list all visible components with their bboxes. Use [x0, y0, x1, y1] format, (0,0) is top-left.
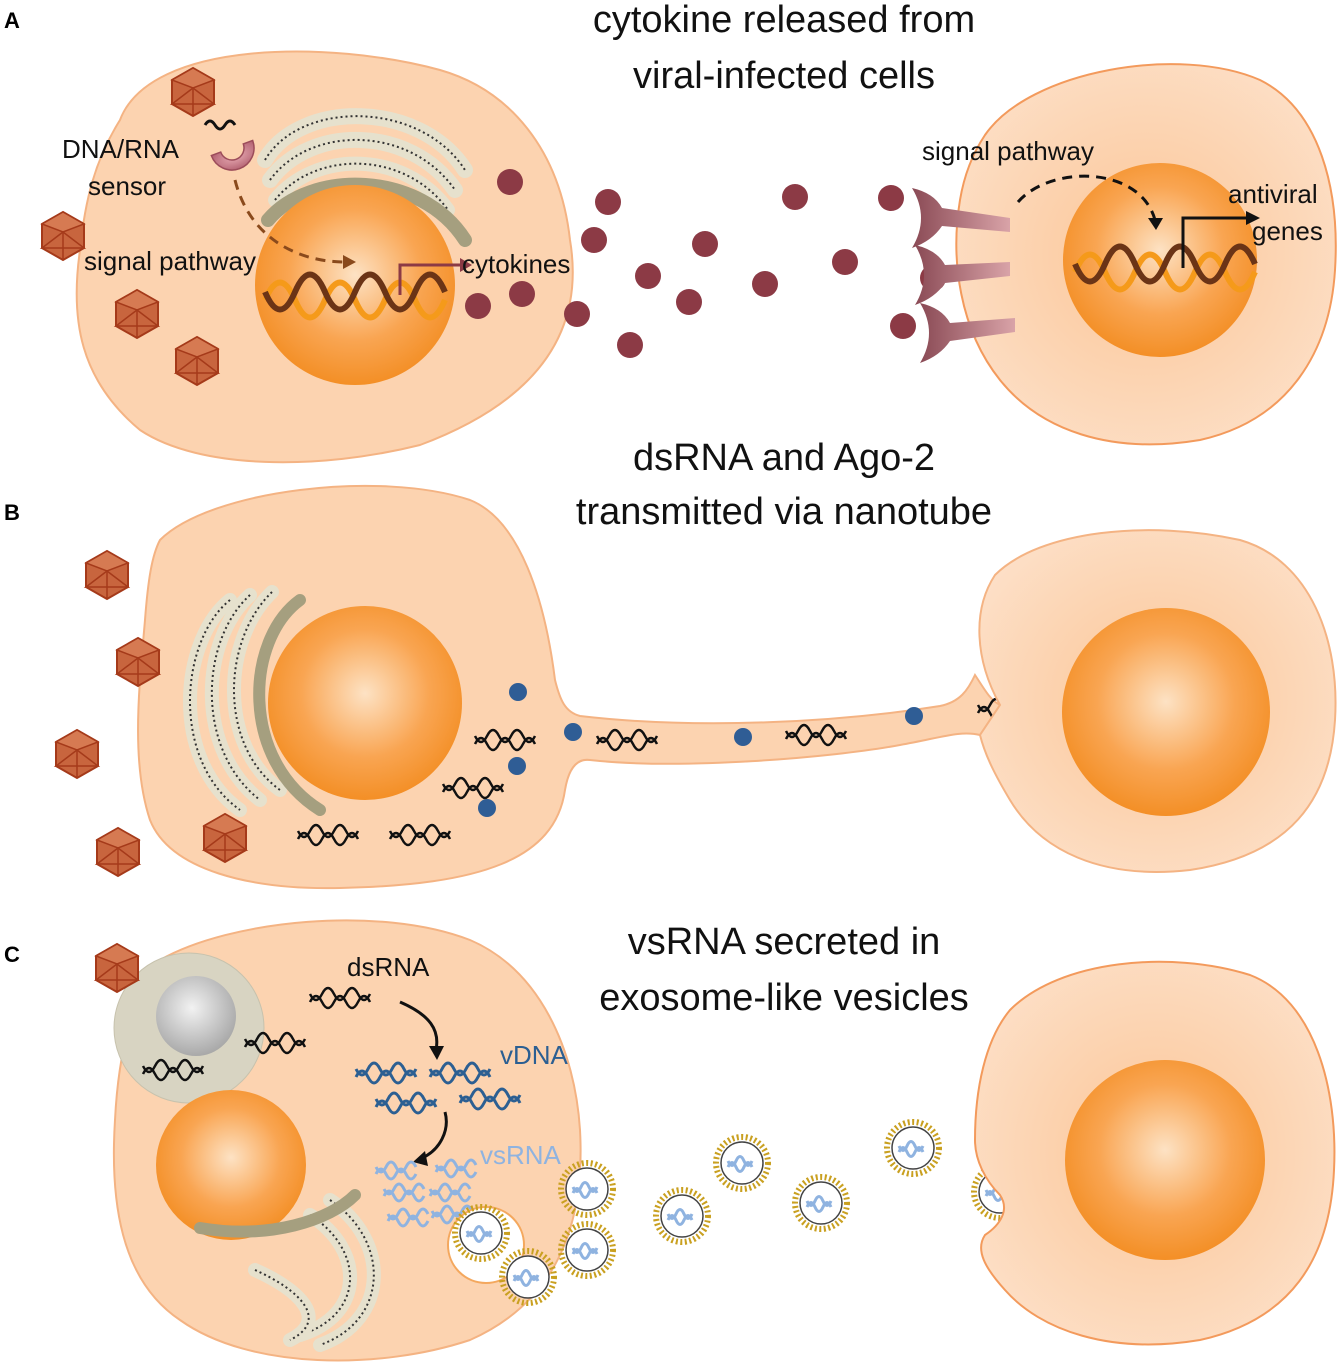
panel-c-label: C	[4, 942, 20, 967]
gray-nucleus	[156, 976, 236, 1056]
process-arrow-2	[421, 1111, 448, 1160]
infected-cell-b-with-nanotube	[137, 484, 1002, 890]
panel-a-title-line2: viral-infected cells	[633, 55, 935, 97]
nucleus-b-left	[268, 606, 462, 800]
cytokine-dot	[617, 332, 643, 358]
ago2-dot	[734, 728, 752, 746]
ago2-dot	[564, 723, 582, 741]
cytokine-dot	[752, 271, 778, 297]
ago2-dot	[508, 757, 526, 775]
label-sensor-line1: DNA/RNA	[62, 134, 180, 164]
panel-b-title-line1: dsRNA and Ago-2	[633, 437, 935, 479]
exosome-vesicle-icon	[887, 1122, 939, 1174]
dna-helix-a-left	[262, 271, 448, 321]
panel-c-title-line2: exosome-like vesicles	[599, 977, 969, 1019]
nucleus-c-right	[1065, 1060, 1265, 1260]
golgi-c	[194, 1189, 381, 1352]
cytokine-dot	[832, 249, 858, 275]
golgi-b	[183, 585, 326, 817]
label-vdna: vDNA	[500, 1040, 569, 1070]
cytokine-dot	[465, 293, 491, 319]
virus-icon	[96, 827, 140, 877]
virus-icon	[41, 211, 85, 261]
ago2-dot	[905, 707, 923, 725]
cytokine-dot	[692, 231, 718, 257]
cytokine-dot	[564, 301, 590, 327]
dna-rna-sensor-icon	[210, 139, 255, 171]
receptors-a	[912, 188, 1015, 363]
panel-a-label: A	[4, 8, 20, 33]
label-dsrna: dsRNA	[347, 952, 430, 982]
label-signal-pathway-right: signal pathway	[922, 136, 1094, 166]
exosome-vesicle-icon	[716, 1137, 768, 1189]
cytokine-dot	[676, 289, 702, 315]
golgi-a	[257, 108, 473, 247]
transcription-arrow-a-left	[398, 263, 460, 295]
panel-a-title-line1: cytokine released from	[593, 0, 975, 41]
label-sensor-line2: sensor	[88, 171, 166, 201]
cytokine-dot	[595, 189, 621, 215]
cytokine-dot	[581, 227, 607, 253]
label-vsrna: vsRNA	[480, 1140, 562, 1170]
panel-b: B dsRNA and Ago-2 transmitted via nanotu…	[4, 437, 1337, 890]
receptor-icon	[912, 188, 1010, 248]
virus-icon	[55, 729, 99, 779]
virus-icon	[85, 550, 129, 600]
cytokine-dot	[878, 185, 904, 211]
signal-arrow-a-right	[1016, 174, 1157, 221]
panel-c-title-line1: vsRNA secreted in	[628, 921, 941, 963]
label-signal-pathway-left: signal pathway	[84, 246, 256, 276]
cytokine-dot	[509, 281, 535, 307]
nucleus-b-right	[1062, 608, 1270, 816]
cytokine-dot	[890, 313, 916, 339]
dna-helix-a-right	[1072, 243, 1258, 293]
receptor-icon	[915, 245, 1010, 305]
exosome-vesicle-icon	[656, 1190, 708, 1242]
cytokine-dot	[782, 184, 808, 210]
ago2-dot	[509, 683, 527, 701]
panel-b-label: B	[4, 500, 20, 525]
signal-arrow-a-left	[233, 179, 346, 264]
exosome-vesicle-icon	[795, 1177, 847, 1229]
label-cytokines: cytokines	[462, 249, 570, 279]
viral-nucleic-acid-icon	[203, 119, 237, 131]
transcription-arrow-a-right	[1181, 216, 1248, 268]
ago2-dot	[478, 799, 496, 817]
cytokine-dot	[497, 169, 523, 195]
label-antiviral-line2: genes	[1252, 216, 1323, 246]
label-antiviral-line1: antiviral	[1228, 179, 1318, 209]
panel-c: C vsRNA secreted in exosome-like vesicle…	[4, 919, 1336, 1362]
nucleus-c-left	[156, 1090, 306, 1240]
panel-a: A cytokine released from viral-infected …	[4, 0, 1337, 464]
process-arrow-1	[399, 1000, 439, 1051]
panel-b-title-line2: transmitted via nanotube	[576, 491, 992, 533]
receptor-icon	[920, 303, 1015, 363]
cytokine-dot	[635, 263, 661, 289]
